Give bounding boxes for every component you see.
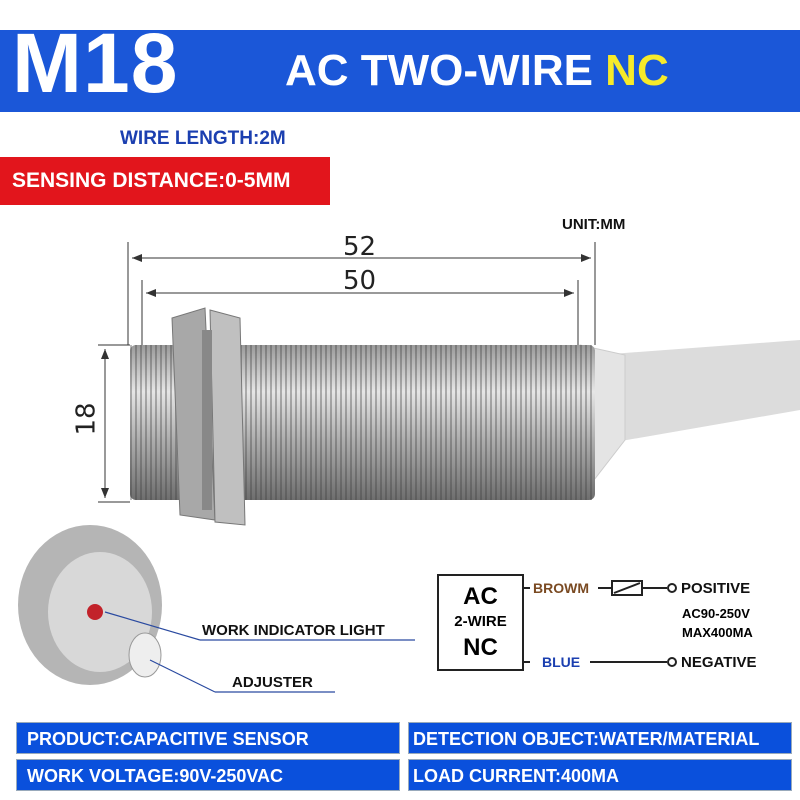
title-text: AC TWO-WIRE xyxy=(285,46,593,95)
wiring-box-2wire: 2-WIRE xyxy=(454,613,507,630)
supply-voltage: AC90-250V xyxy=(682,606,750,621)
dimension-lines xyxy=(98,242,596,503)
blue-wire-label: BLUE xyxy=(542,654,581,670)
spec-load-current: LOAD CURRENT:400MA xyxy=(408,759,792,791)
product-title: AC TWO-WIRE NC xyxy=(285,46,669,96)
spec-product: PRODUCT:CAPACITIVE SENSOR xyxy=(16,722,400,754)
positive-terminal: POSITIVE xyxy=(681,580,751,597)
sensing-distance-banner: SENSING DISTANCE:0-5MM xyxy=(0,157,330,205)
spec-detection-object: DETECTION OBJECT:WATER/MATERIAL xyxy=(408,722,792,754)
dimension-diameter: 18 xyxy=(71,402,102,436)
negative-terminal: NEGATIVE xyxy=(681,654,757,671)
model-title: M18 xyxy=(12,16,179,110)
wiring-box-nc: NC xyxy=(463,634,498,661)
spec-work-voltage: WORK VOLTAGE:90V-250VAC xyxy=(16,759,400,791)
wiring-box-ac: AC xyxy=(463,583,498,610)
dimension-total-length: 52 xyxy=(343,232,377,262)
dimension-thread-length: 50 xyxy=(343,266,377,296)
unit-label: UNIT:MM xyxy=(562,216,626,233)
indicator-light-callout: WORK INDICATOR LIGHT xyxy=(202,622,385,639)
brown-wire-label: BROWM xyxy=(533,580,589,596)
title-highlight: NC xyxy=(605,46,669,95)
max-current: MAX400MA xyxy=(682,625,753,640)
header-banner xyxy=(0,30,800,112)
adjuster-callout: ADJUSTER xyxy=(232,674,313,691)
wire-length: WIRE LENGTH:2M xyxy=(120,128,286,149)
